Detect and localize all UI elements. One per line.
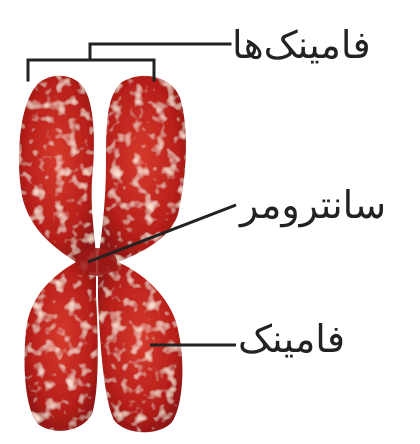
left-chromatid-lower-arm (25, 262, 98, 431)
left-chromatid-upper-arm (19, 76, 96, 262)
right-chromatid-lower-arm (98, 262, 182, 432)
right-chromatid-upper-arm (98, 76, 186, 262)
chromatid-label: فامینک (238, 320, 345, 358)
bracket-stem (90, 44, 230, 60)
chromatids-label: فامینک‌ها (232, 26, 371, 64)
centromere-label: سانترومر (240, 186, 386, 224)
chromatids-bracket (28, 44, 230, 80)
